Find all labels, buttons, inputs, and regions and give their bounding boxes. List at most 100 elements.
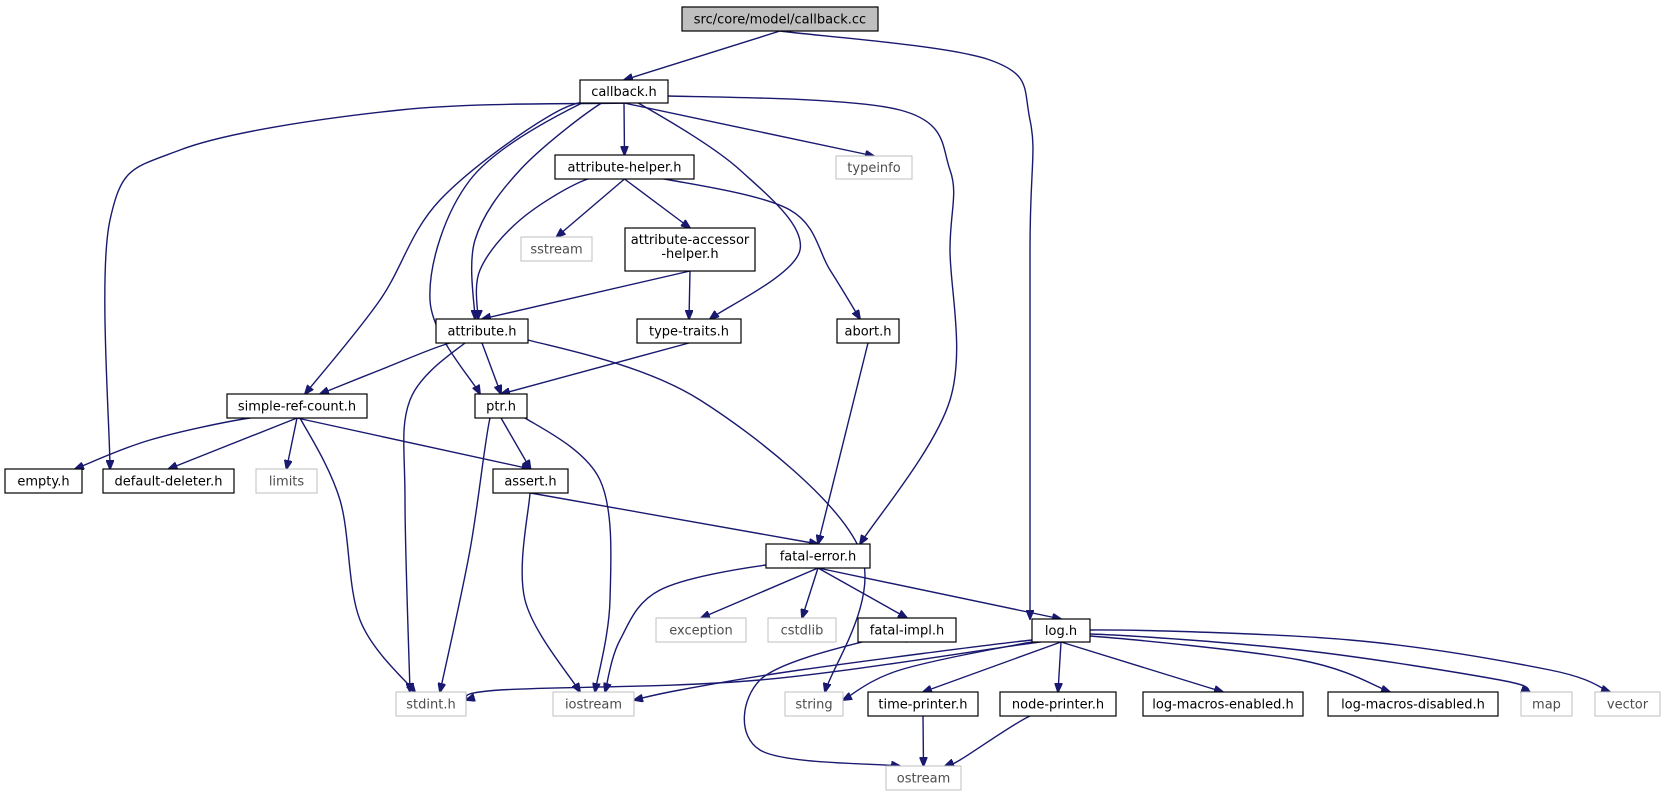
node-time-printer-h[interactable]: time-printer.h [867,691,979,717]
node-label: limits [269,475,305,490]
edge-fatal-error-h-to-fatal-impl-h [817,567,907,618]
node-label: callback.h [591,85,657,100]
node-box [255,468,318,494]
edge-log-h-to-node-printer-h [1058,641,1061,692]
node-attribute-accessor-helper-h[interactable]: attribute-accessor-helper.h [624,227,756,272]
edge-callback-h-to-typeinfo [623,102,874,156]
edge-fatal-error-h-to-exception [701,567,819,618]
edge-fatal-error-h-to-log-h [817,567,1061,619]
edge-callback-cc-to-callback-h [624,30,781,80]
edge-simple-ref-count-h-to-default-deleter-h [169,417,298,469]
node-ostream: ostream [885,765,962,791]
node-box [1327,691,1499,717]
node-box [226,393,368,419]
node-label: log-macros-disabled.h [1341,698,1485,713]
node-sstream: sstream [520,236,593,262]
node-log-h[interactable]: log.h [1031,618,1091,643]
node-label: fatal-impl.h [870,624,944,639]
node-label: ptr.h [486,400,516,415]
node-label: log-macros-enabled.h [1152,698,1293,713]
node-ptr-h[interactable]: ptr.h [474,393,528,419]
node-type-traits-h[interactable]: type-traits.h [636,318,742,344]
node-label: cstdlib [781,624,824,639]
node-box [999,691,1117,717]
node-box [1142,691,1304,717]
node-label: string [795,698,832,713]
edge-fatal-error-h-to-cstdlib [802,567,819,618]
node-log-macros-enabled-h[interactable]: log-macros-enabled.h [1142,691,1304,717]
node-label: typeinfo [847,161,900,176]
node-box [435,318,529,344]
edge-callback-h-to-attribute-helper-h [624,102,625,155]
edge-node-printer-h-to-ostream [945,712,1059,766]
node-attribute-h[interactable]: attribute.h [435,318,529,344]
node-fatal-error-h[interactable]: fatal-error.h [765,543,871,569]
node-box [1594,691,1661,717]
edge-log-h-to-log-macros-disabled-h [1060,634,1390,692]
edge-ptr-h-to-iostream [500,412,612,692]
edge-log-h-to-vector [1058,629,1610,692]
node-box [1031,618,1091,643]
node-box [765,543,871,569]
edge-simple-ref-count-h-to-stdint-h [295,411,415,692]
node-box [395,691,467,717]
node-string: string [784,691,844,717]
node-box [835,155,913,180]
node-label: type-traits.h [649,325,729,340]
node-assert-h[interactable]: assert.h [492,468,569,494]
node-abort-h[interactable]: abort.h [836,318,900,344]
edge-log-h-to-stdint-h [466,638,1069,700]
edge-callback-cc-to-log-h [779,30,1033,619]
edge-callback-h-to-empty-h [104,102,625,469]
node-iostream: iostream [552,691,635,717]
edge-callback-h-to-simple-ref-count-h [305,100,625,394]
node-default-deleter-h[interactable]: default-deleter.h [102,468,235,494]
node-box [492,468,569,494]
node-limits: limits [255,468,318,494]
node-node-printer-h[interactable]: node-printer.h [999,691,1117,717]
node-label: exception [669,624,733,639]
node-box [767,617,837,643]
edge-callback-h-to-fatal-error-h [623,95,958,544]
node-label: empty.h [17,475,69,490]
node-label: abort.h [845,325,892,340]
node-callback-h[interactable]: callback.h [579,79,669,104]
node-label: node-printer.h [1012,698,1104,713]
node-stdint-h: stdint.h [395,691,467,717]
node-label: time-printer.h [878,698,967,713]
node-box [474,393,528,419]
node-label: map [1532,698,1561,713]
node-empty-h[interactable]: empty.h [4,468,83,494]
edge-attribute-accessor-helper-h-to-type-traits-h [689,270,690,319]
node-fatal-impl-h[interactable]: fatal-impl.h [857,617,957,643]
edge-assert-h-to-iostream [521,484,580,692]
node-label: log.h [1045,624,1077,639]
node-callback-cc[interactable]: src/core/model/callback.cc [681,6,879,32]
node-box [4,468,83,494]
node-box [520,236,593,262]
node-box [554,154,695,180]
node-log-macros-disabled-h[interactable]: log-macros-disabled.h [1327,691,1499,717]
node-label: stdint.h [406,698,455,713]
edge-time-printer-h-to-ostream [923,715,924,766]
node-typeinfo: typeinfo [835,155,913,180]
edge-attribute-helper-h-to-sstream [557,178,625,237]
node-vector: vector [1594,691,1661,717]
node-box [624,227,756,272]
node-label: fatal-error.h [780,550,857,565]
edge-callback-h-to-type-traits-h [623,98,802,319]
node-box [102,468,235,494]
node-box [867,691,979,717]
edge-type-traits-h-to-ptr-h [501,342,690,394]
edge-attribute-h-to-ptr-h [481,342,501,394]
node-label: attribute-helper.h [567,161,681,176]
node-attribute-helper-h[interactable]: attribute-helper.h [554,154,695,180]
node-box [1520,691,1573,717]
node-exception: exception [655,617,747,643]
edge-simple-ref-count-h-to-limits [287,417,298,469]
edge-assert-h-to-fatal-error-h [530,492,819,544]
edges-layer [75,30,1610,766]
node-simple-ref-count-h[interactable]: simple-ref-count.h [226,393,368,419]
node-box [636,318,742,344]
node-label: ostream [897,772,951,787]
